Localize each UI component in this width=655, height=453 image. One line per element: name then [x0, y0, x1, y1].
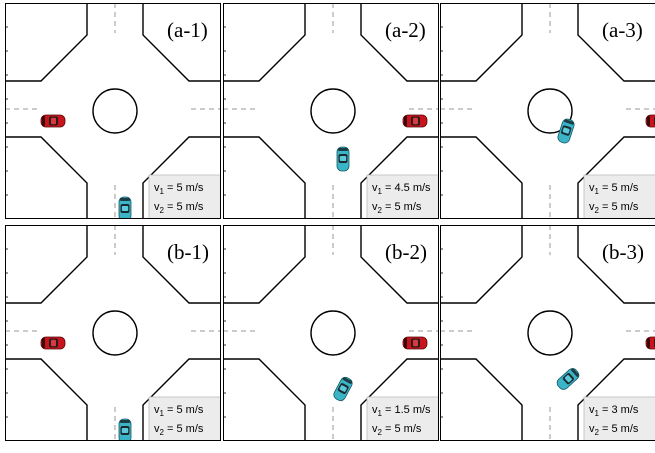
panel: v1 = 1.5 m/sv2 = 5 m/s(b-2) [223, 225, 439, 441]
panel: v1 = 5 m/sv2 = 5 m/s(a-3) [440, 3, 655, 219]
roundabout-island [528, 311, 572, 355]
cyan-car [337, 147, 349, 171]
roundabout-island [93, 311, 137, 355]
panel-title: (b-2) [385, 240, 427, 264]
panel-title: (a-3) [602, 18, 643, 42]
panel: v1 = 5 m/sv2 = 5 m/s(b-1) [5, 225, 221, 443]
red-car [646, 337, 655, 349]
panel-title: (b-1) [167, 240, 209, 264]
panel-title: (b-3) [602, 240, 644, 264]
panel-title: (a-2) [385, 18, 426, 42]
cyan-car [119, 419, 131, 443]
panel: v1 = 4.5 m/sv2 = 5 m/s(a-2) [223, 3, 439, 219]
roundabout-island [311, 89, 355, 133]
panel: v1 = 3 m/sv2 = 5 m/s(b-3) [440, 225, 655, 441]
red-car [403, 115, 427, 127]
cyan-car [119, 197, 131, 221]
panel: v1 = 5 m/sv2 = 5 m/s(a-1) [5, 3, 221, 221]
roundabout-island [93, 89, 137, 133]
panel-title: (a-1) [167, 18, 208, 42]
red-car [403, 337, 427, 349]
roundabout-island [311, 311, 355, 355]
red-car [41, 115, 65, 127]
red-car [646, 115, 655, 127]
red-car [41, 337, 65, 349]
